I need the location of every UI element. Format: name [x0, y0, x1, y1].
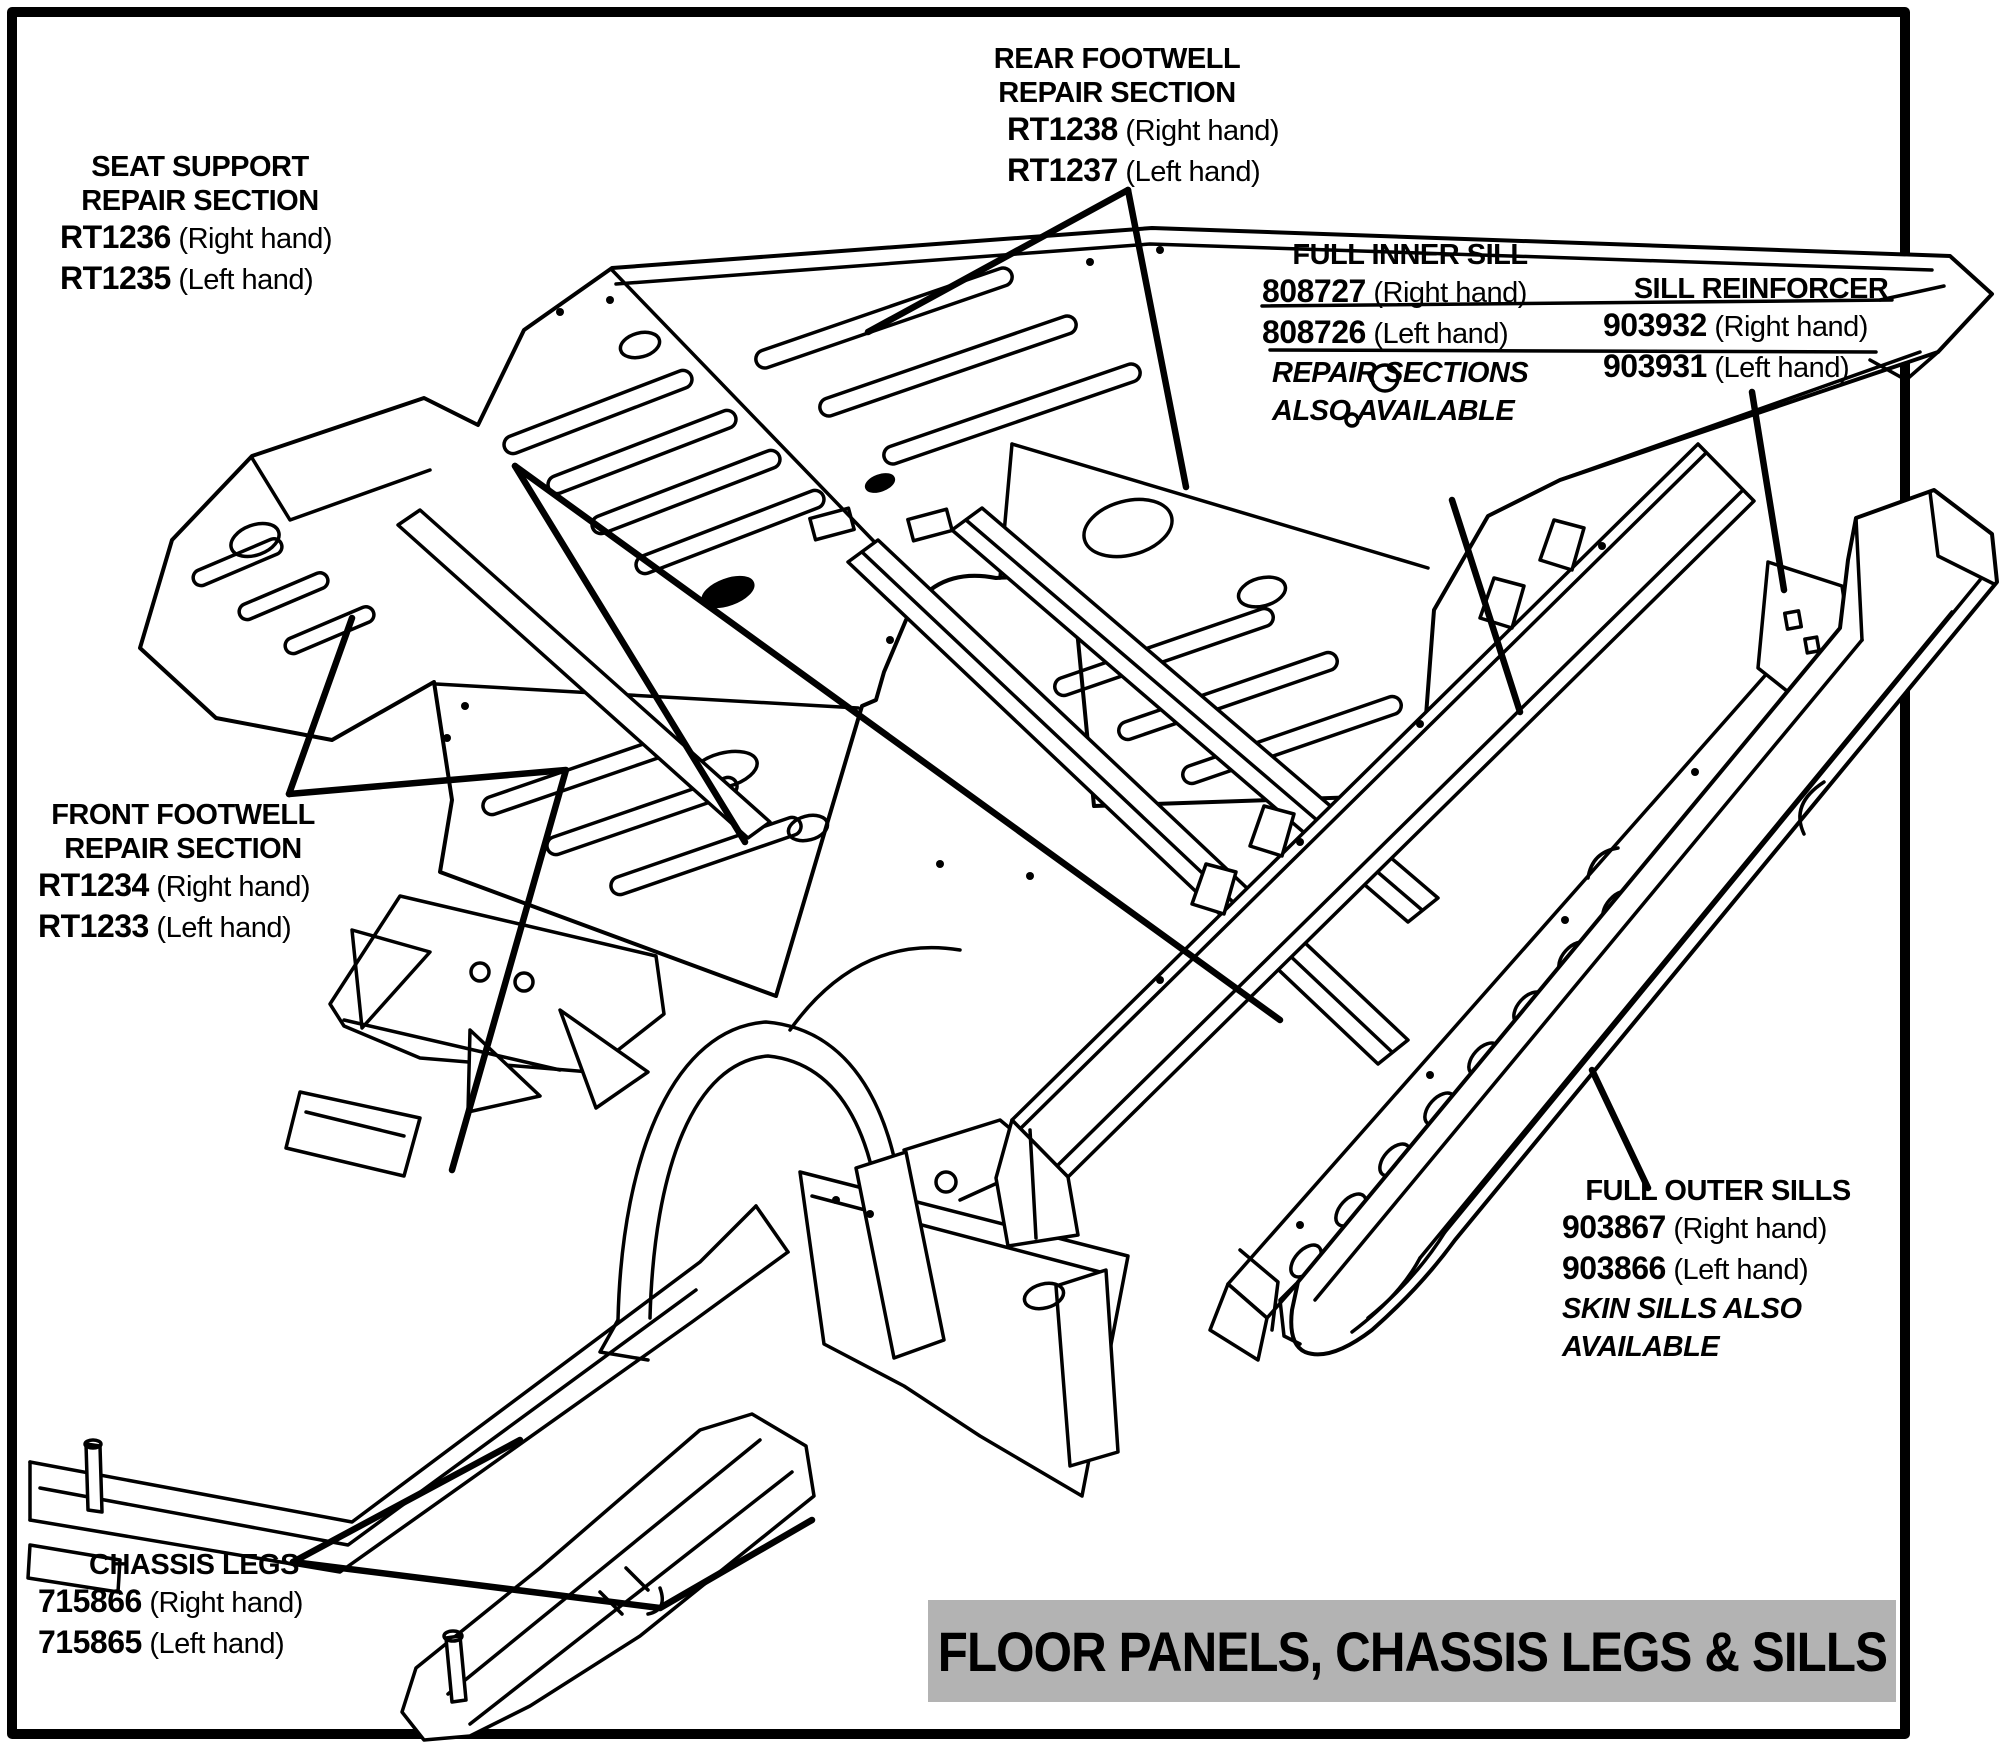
leader-lines: [285, 186, 1788, 1612]
part-hand: (Left hand): [149, 1628, 285, 1660]
border-frame: [7, 7, 1910, 1739]
part-hand: (Right hand): [1125, 115, 1279, 147]
part-code: RT1237: [1007, 152, 1118, 188]
leader-front-footwell-1: [285, 614, 356, 798]
part-hand: (Right hand): [149, 1587, 303, 1619]
part-code: 903931: [1603, 348, 1707, 384]
part-note: SKIN SILLS ALSO: [1562, 1293, 1802, 1325]
part-hand: (Left hand): [1125, 156, 1261, 188]
part-hand: (Left hand): [1673, 1254, 1809, 1286]
rear-floor-extension-drawing: [798, 1150, 1130, 1498]
part-code: RT1234: [38, 867, 149, 903]
part-name: REAR FOOTWELL: [993, 43, 1241, 75]
leader-chassis-legs-2: [289, 1516, 816, 1612]
part-name: REPAIR SECTION: [81, 185, 319, 217]
part-code: 715866: [38, 1583, 142, 1619]
part-label-sill-reinforcer: SILL REINFORCER 903932 (Right hand) 9039…: [1603, 272, 1919, 388]
part-hand: (Right hand): [1373, 277, 1527, 309]
part-note: AVAILABLE: [1562, 1331, 1720, 1363]
part-note: REPAIR SECTIONS: [1272, 357, 1529, 389]
leader-rear-footwell-2: [1124, 186, 1190, 491]
part-code: 903932: [1603, 307, 1707, 343]
inner-sill-drawing: [994, 442, 1756, 1248]
title-bar: FLOOR PANELS, CHASSIS LEGS & SILLS: [928, 1600, 1896, 1702]
page-title: FLOOR PANELS, CHASSIS LEGS & SILLS: [937, 1619, 1887, 1683]
part-note: ALSO AVAILABLE: [1272, 395, 1515, 427]
part-name: CHASSIS LEGS: [89, 1549, 299, 1581]
part-name: REPAIR SECTION: [64, 833, 302, 865]
chassis-leg-drawing: [400, 1412, 816, 1742]
part-hand: (Left hand): [178, 264, 314, 296]
leader-seat-support-2: [511, 462, 1284, 1024]
part-label-seat-support: SEAT SUPPORT REPAIR SECTION RT1236 (Righ…: [60, 150, 340, 300]
leader-sill-reinforcer: [1748, 388, 1788, 594]
part-name: SILL REINFORCER: [1633, 273, 1889, 305]
part-label-full-outer-sills: FULL OUTER SILLS 903867 (Right hand) 903…: [1562, 1174, 1874, 1366]
part-label-rear-footwell: REAR FOOTWELL REPAIR SECTION RT1238 (Rig…: [957, 42, 1280, 192]
part-name: FULL OUTER SILLS: [1585, 1175, 1851, 1207]
part-code: 903866: [1562, 1250, 1666, 1286]
part-code: RT1235: [60, 260, 171, 296]
leader-front-footwell-2: [285, 766, 570, 1174]
part-code: RT1238: [1007, 111, 1118, 147]
leader-inner-sill: [1448, 496, 1524, 716]
part-label-front-footwell: FRONT FOOTWELL REPAIR SECTION RT1234 (Ri…: [38, 798, 328, 948]
part-hand: (Left hand): [156, 912, 292, 944]
part-name: SEAT SUPPORT: [91, 151, 309, 183]
part-code: 715865: [38, 1624, 142, 1660]
part-code: 903867: [1562, 1209, 1666, 1245]
leader-rear-footwell-1: [864, 186, 1132, 336]
part-code: 808727: [1262, 273, 1366, 309]
part-name: FULL INNER SILL: [1292, 239, 1528, 271]
part-hand: (Right hand): [1714, 311, 1868, 343]
part-hand: (Left hand): [1714, 352, 1850, 384]
leader-seat-support-1: [511, 462, 749, 846]
part-hand: (Right hand): [178, 223, 332, 255]
part-hand: (Right hand): [1673, 1213, 1827, 1245]
part-code: RT1236: [60, 219, 171, 255]
part-name: REPAIR SECTION: [998, 77, 1236, 109]
part-name: FRONT FOOTWELL: [51, 799, 315, 831]
leader-chassis-legs-1: [289, 1436, 524, 1566]
part-hand: (Left hand): [1373, 318, 1509, 350]
leader-outer-sills: [1588, 1066, 1652, 1192]
part-label-full-inner-sill: FULL INNER SILL 808727 (Right hand) 8087…: [1262, 238, 1558, 430]
part-code: 808726: [1262, 314, 1366, 350]
part-code: RT1233: [38, 908, 149, 944]
part-label-chassis-legs: CHASSIS LEGS 715866 (Right hand) 715865 …: [38, 1548, 350, 1664]
chassis-frame-drawing: [26, 894, 1130, 1594]
outer-sill-drawing: [1278, 488, 1999, 1357]
part-hand: (Right hand): [156, 871, 310, 903]
